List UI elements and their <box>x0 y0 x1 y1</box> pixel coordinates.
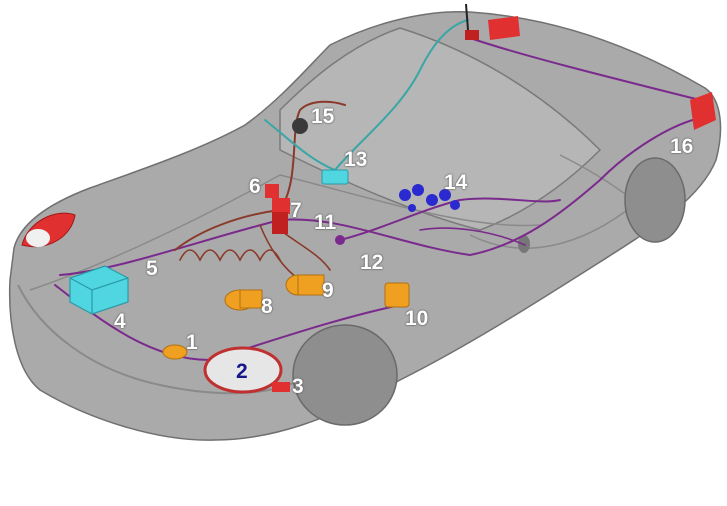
coil-7-icon <box>272 212 288 234</box>
wire-purple-main <box>59 117 701 276</box>
tail-lamp-16-icon <box>690 92 716 130</box>
callout-16: 16 <box>670 135 694 158</box>
wire-red-loops <box>179 249 281 262</box>
wire-red-harness <box>174 100 346 251</box>
callout-11: 11 <box>314 211 337 234</box>
battery-icon <box>69 265 129 315</box>
front-wheel <box>292 324 398 426</box>
antenna-icon <box>465 3 469 31</box>
wire-teal-antenna <box>264 19 469 172</box>
rear-wheel <box>624 157 686 243</box>
callout-9: 9 <box>322 279 334 302</box>
interior-light-15-icon <box>292 118 308 134</box>
callout-14: 14 <box>444 171 468 194</box>
alternator-9-icon <box>285 274 325 296</box>
connectors-14-icon <box>399 184 460 212</box>
wire-purple-dash <box>339 197 561 241</box>
callout-15: 15 <box>311 105 335 128</box>
relay-block-6-icon <box>265 184 290 214</box>
callout-2: 2 <box>236 360 248 383</box>
front-bumper <box>17 284 301 395</box>
callout-12: 12 <box>360 251 384 274</box>
antenna-base-icon <box>465 30 479 40</box>
callout-7: 7 <box>290 199 302 222</box>
callout-8: 8 <box>261 295 273 318</box>
components <box>21 3 716 394</box>
module-13-icon <box>321 169 349 185</box>
callout-10: 10 <box>405 307 429 330</box>
callout-4: 4 <box>114 310 126 333</box>
headlamp-lens <box>26 229 50 247</box>
connector-11-icon <box>335 235 345 245</box>
horn-icon <box>162 344 188 360</box>
right-headlamp <box>203 346 283 394</box>
wire-purple-mirror <box>419 227 526 246</box>
callout-6: 6 <box>249 175 261 198</box>
side-marker <box>272 382 290 392</box>
car-body <box>8 11 722 441</box>
callout-13: 13 <box>344 148 368 171</box>
windshield <box>279 27 602 231</box>
callout-3: 3 <box>292 375 304 398</box>
hood-line <box>29 174 541 291</box>
callout-1: 1 <box>186 331 198 354</box>
fuse-box-10-icon <box>384 282 410 308</box>
starter-8-icon <box>224 289 263 311</box>
callout-5: 5 <box>146 257 158 280</box>
brake-light-icon <box>488 16 520 40</box>
wire-purple-roof <box>469 37 701 101</box>
